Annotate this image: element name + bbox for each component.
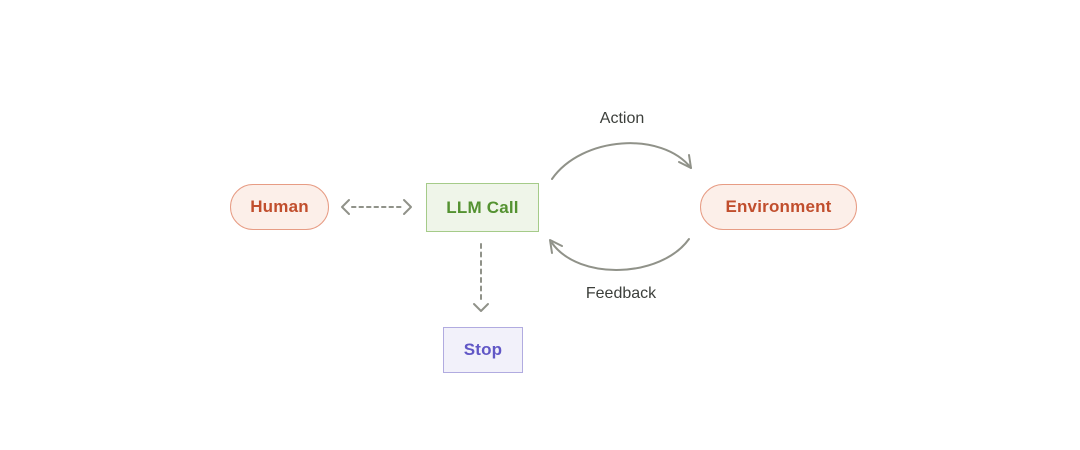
node-human: Human xyxy=(230,184,329,230)
feedback-arrow xyxy=(549,238,690,271)
node-environment: Environment xyxy=(700,184,857,230)
node-human-label: Human xyxy=(250,197,309,216)
llm-stop-arrow xyxy=(473,243,489,312)
node-environment-label: Environment xyxy=(725,197,832,216)
action-arrow xyxy=(551,142,692,180)
node-llm-call: LLM Call xyxy=(426,183,539,232)
feedback-label: Feedback xyxy=(585,285,657,302)
node-stop-label: Stop xyxy=(463,340,503,359)
node-llm-call-label: LLM Call xyxy=(446,197,519,217)
action-label: Action xyxy=(599,110,645,127)
node-stop: Stop xyxy=(443,327,523,373)
human-llm-arrow xyxy=(341,199,412,215)
